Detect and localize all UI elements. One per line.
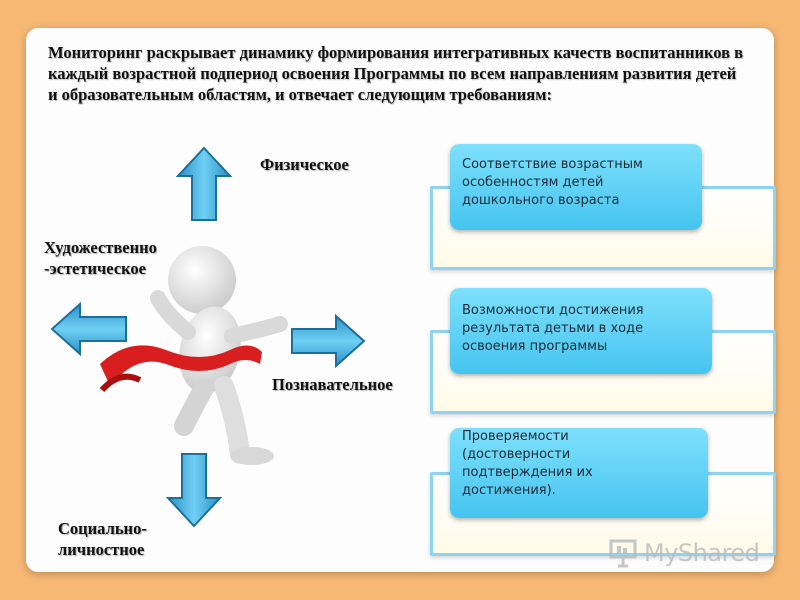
arrow-up-icon — [176, 146, 232, 221]
runner-figure-icon — [100, 246, 288, 465]
requirement-item: Проверяемости (достоверности подтвержден… — [450, 428, 708, 518]
direction-label-artistic: Художественно -эстетическое — [44, 238, 157, 278]
arrow-right-icon — [291, 314, 366, 368]
direction-label-physical: Физическое — [260, 155, 349, 174]
arrow-left-icon — [50, 302, 127, 356]
direction-label-social: Социально- личностное — [58, 519, 147, 559]
watermark-logo: MyShared — [608, 538, 760, 568]
presentation-board-icon — [609, 539, 637, 568]
slide-heading: Мониторинг раскрывает динамику формирова… — [48, 43, 744, 104]
requirement-item: Соответствие возрастным особенностям дет… — [450, 144, 702, 230]
watermark-text: MyShared — [644, 539, 760, 567]
direction-label-cognitive: Познавательное — [272, 375, 393, 394]
requirement-item: Возможности достижения результата детьми… — [450, 288, 712, 374]
arrow-down-icon — [166, 453, 222, 528]
